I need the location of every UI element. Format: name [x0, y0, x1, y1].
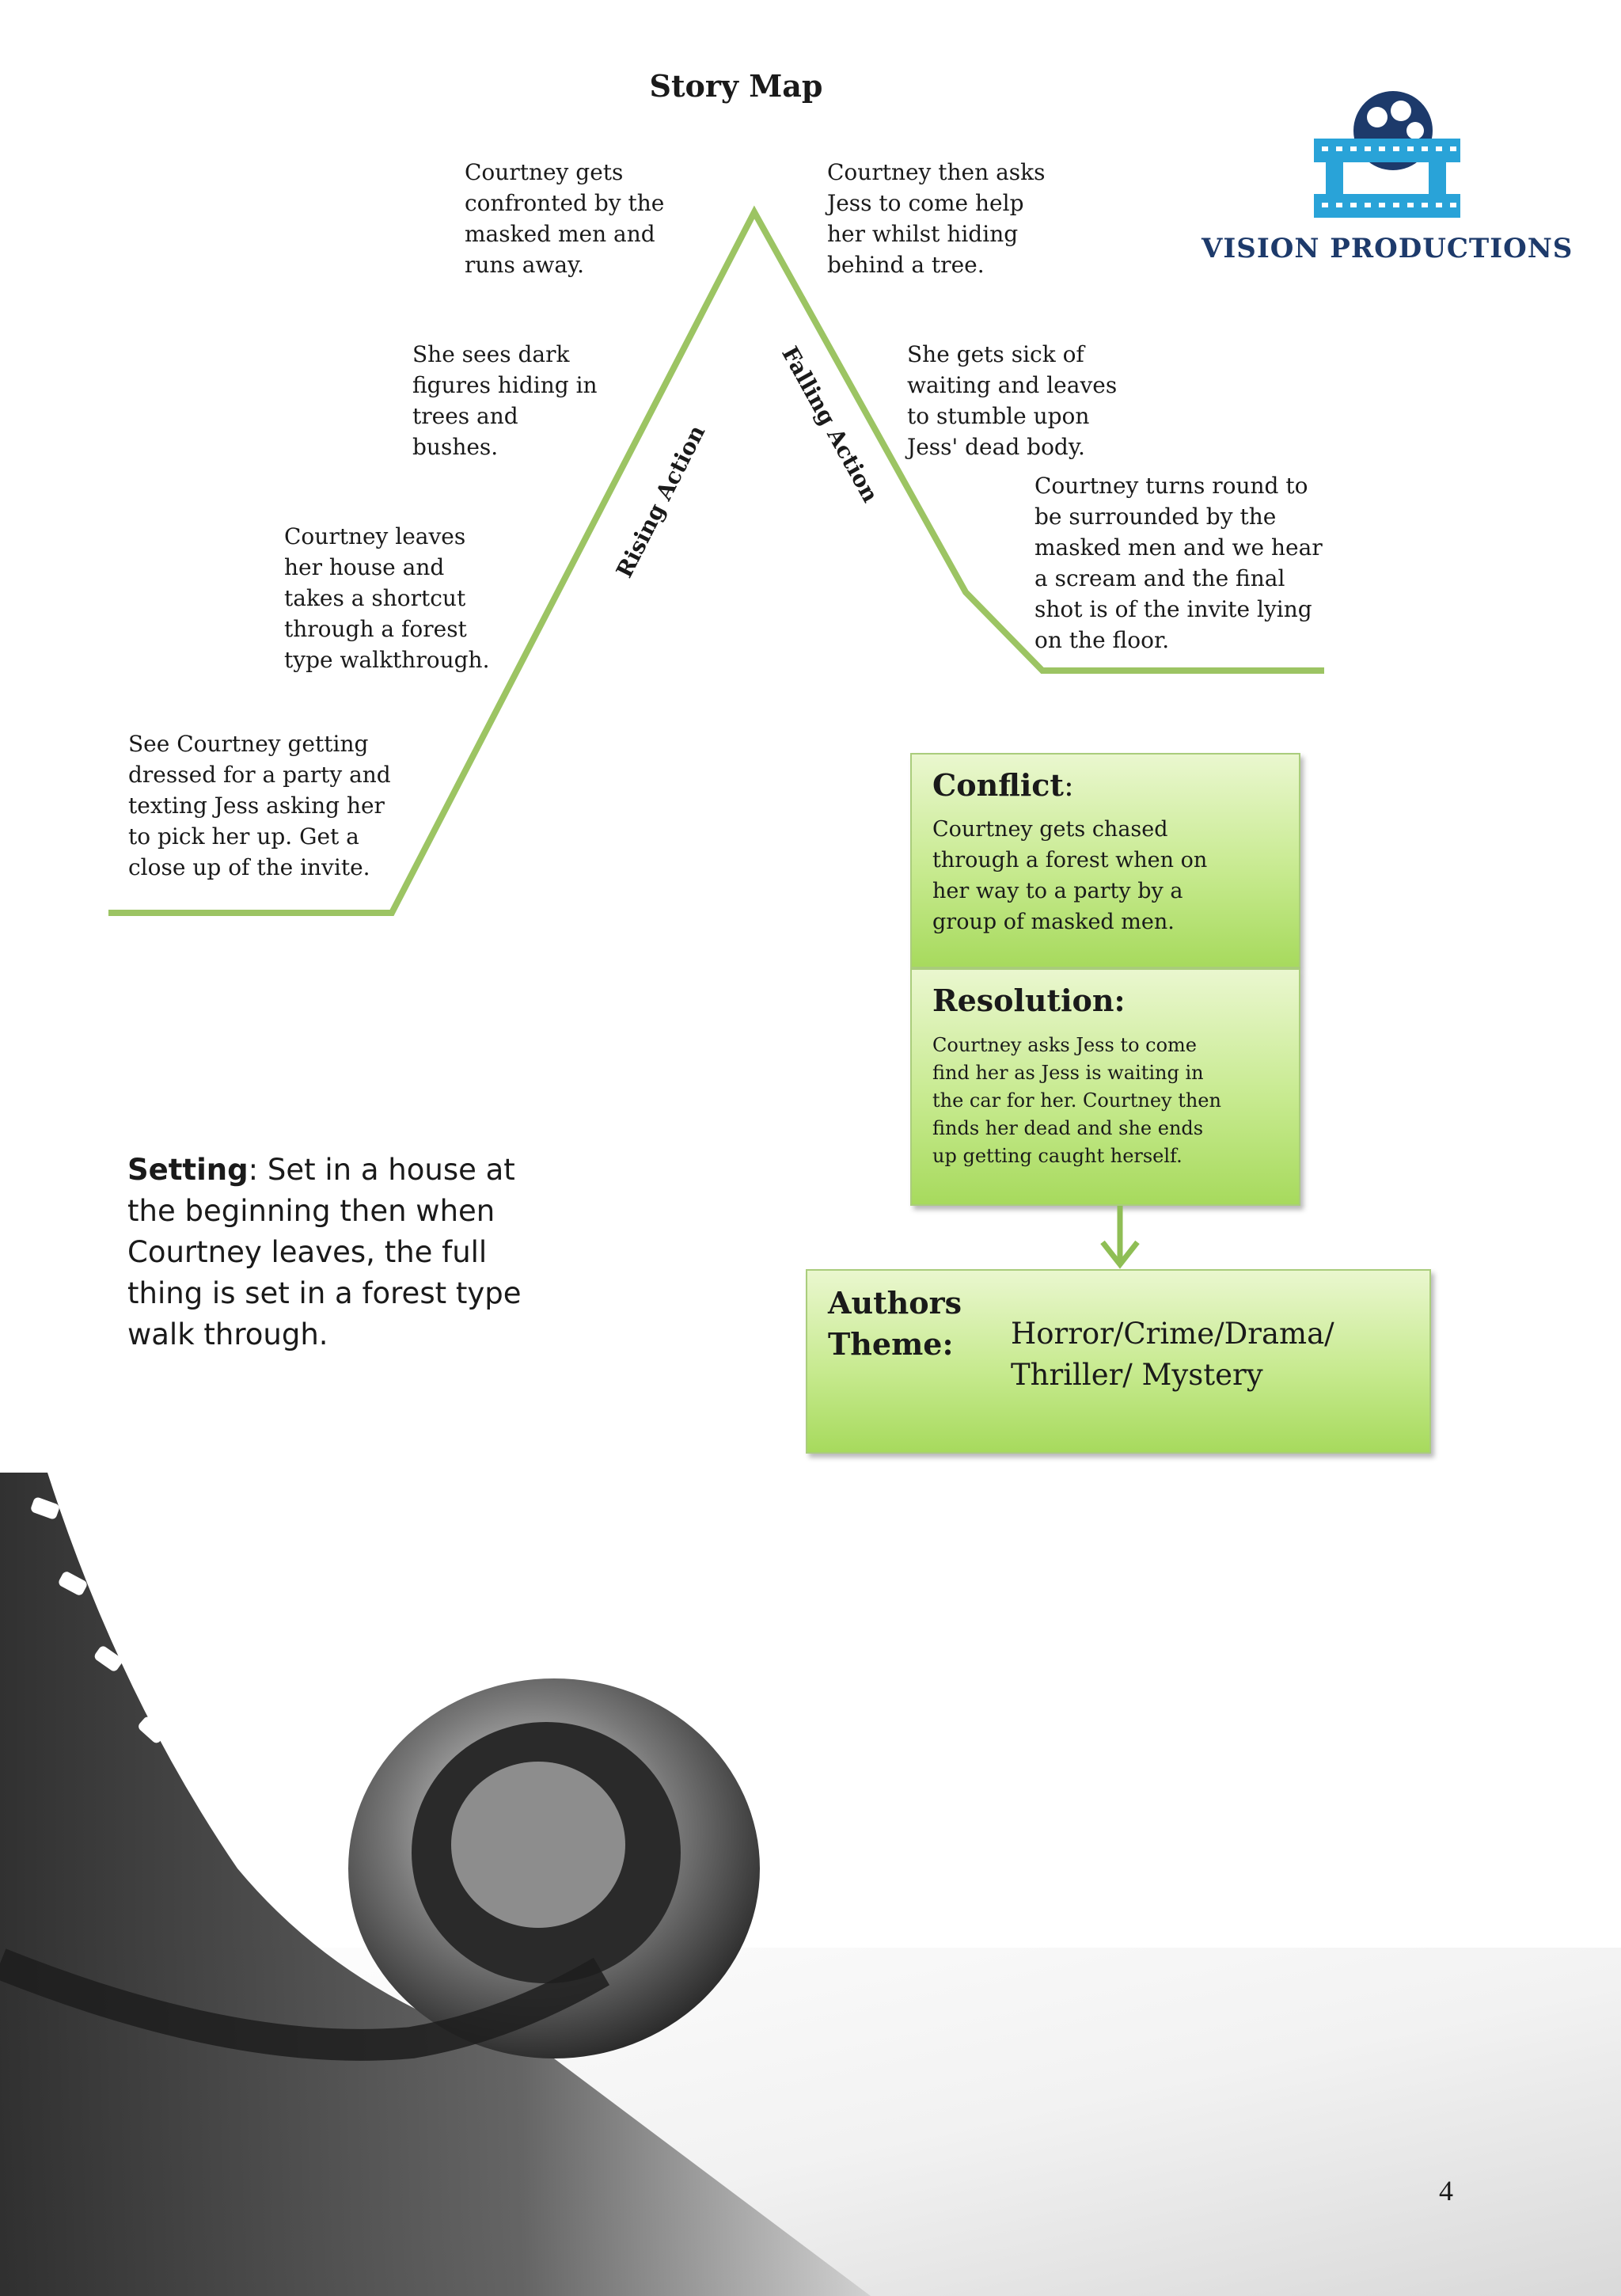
film-strip-image: [0, 1473, 1621, 2296]
resolution-text: Courtney asks Jess to come find her as J…: [932, 1034, 1221, 1167]
setting-label: Setting: [127, 1153, 249, 1187]
resolution-box: Resolution: Courtney asks Jess to come f…: [910, 968, 1300, 1206]
theme-line2: Thriller/ Mystery: [1011, 1358, 1263, 1392]
event-falling-1: Courtney then asks Jess to come help her…: [827, 159, 1046, 278]
event-exposition: See Courtney getting dressed for a party…: [128, 731, 391, 880]
event-climax: Courtney gets confronted by the masked m…: [465, 159, 665, 278]
conflict-text: Courtney gets chased through a forest wh…: [932, 817, 1208, 934]
theme-heading-line2: Theme:: [828, 1326, 954, 1362]
conflict-heading: Conflict:: [932, 767, 1074, 803]
event-rising-2: She sees dark figures hiding in trees an…: [412, 341, 598, 460]
conflict-box: Conflict: Courtney gets chased through a…: [910, 753, 1300, 968]
film-reel-camera-logo-icon: [1314, 91, 1460, 218]
theme-line1: Horror/Crime/Drama/: [1011, 1317, 1334, 1351]
page-title: Story Map: [649, 68, 823, 104]
plot-diagram: [108, 205, 1324, 916]
brand-name: VISION PRODUCTIONS: [1202, 233, 1574, 264]
event-rising-1: Courtney leaves her house and takes a sh…: [284, 523, 490, 673]
event-resolution: Courtney turns round to be surrounded by…: [1034, 473, 1323, 653]
event-falling-2: She gets sick of waiting and leaves to s…: [907, 341, 1118, 460]
theme-heading-line1: Authors: [828, 1285, 962, 1321]
theme-box: Authors Theme: Horror/Crime/Drama/ Thril…: [806, 1269, 1431, 1454]
page-number: 4: [1439, 2175, 1453, 2207]
setting-text: Setting: Set in a house at the beginning…: [127, 1153, 522, 1351]
plot-line: [108, 205, 1324, 916]
brand-logo: [1290, 87, 1480, 226]
arrow-down-icon: [1100, 1206, 1140, 1269]
resolution-heading: Resolution:: [932, 983, 1126, 1018]
